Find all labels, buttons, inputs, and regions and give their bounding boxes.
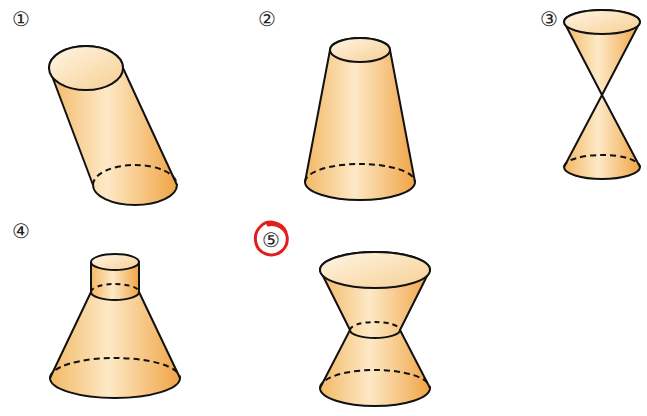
figure-number: ④ xyxy=(12,220,30,242)
frustum xyxy=(305,38,415,200)
double-cone xyxy=(564,10,640,179)
double-frustum xyxy=(320,252,430,406)
figure-number: ① xyxy=(12,8,30,30)
figure-number: ⑤ xyxy=(262,229,280,251)
cylinder-on-frustum xyxy=(50,254,180,398)
figure-number: ③ xyxy=(540,8,558,30)
red-circle-mark xyxy=(255,222,287,255)
oblique-cylinder xyxy=(49,46,177,205)
figure-number: ② xyxy=(258,8,276,30)
